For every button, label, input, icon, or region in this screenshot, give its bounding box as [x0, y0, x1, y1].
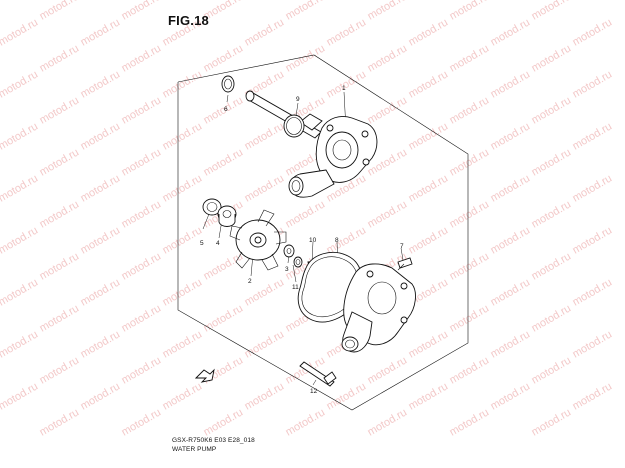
- label-part-1: 1: [342, 85, 346, 92]
- part-pump-body-1: [288, 116, 378, 198]
- part-impeller-2: [229, 209, 287, 271]
- part-seal-5: [202, 198, 222, 216]
- label-part-10: 10: [309, 237, 317, 244]
- label-part-3: 3: [285, 266, 289, 273]
- figure-title: FIG.18: [168, 13, 209, 28]
- part-bolt-7: [397, 257, 413, 271]
- diagram-name: WATER PUMP: [172, 446, 217, 453]
- part-o-ring-9: [283, 114, 305, 138]
- part-number-labels: 1 2 3 4 5 6 7 8 9 10 11 12: [200, 85, 404, 395]
- label-part-8: 8: [335, 237, 339, 244]
- part-o-ring-11: [293, 256, 303, 268]
- part-bolt-12: [299, 361, 337, 387]
- part-shaft: [245, 90, 323, 139]
- label-part-9: 9: [296, 96, 300, 103]
- part-mechanical-seal-4: [217, 205, 237, 227]
- front-arrow-icon: [194, 368, 215, 383]
- label-part-12: 12: [310, 388, 318, 395]
- part-washer-3: [283, 244, 295, 258]
- label-part-7: 7: [400, 243, 404, 250]
- part-pump-cover: [341, 263, 416, 353]
- label-part-11: 11: [292, 284, 299, 291]
- label-part-2: 2: [248, 278, 252, 285]
- model-code: GSX-R750K6 E03 E28_018: [172, 437, 255, 444]
- part-o-ring-6: [221, 75, 235, 93]
- parts-frame: [177, 54, 469, 411]
- label-part-6: 6: [224, 106, 228, 113]
- label-part-4: 4: [216, 240, 220, 247]
- label-part-5: 5: [200, 240, 204, 247]
